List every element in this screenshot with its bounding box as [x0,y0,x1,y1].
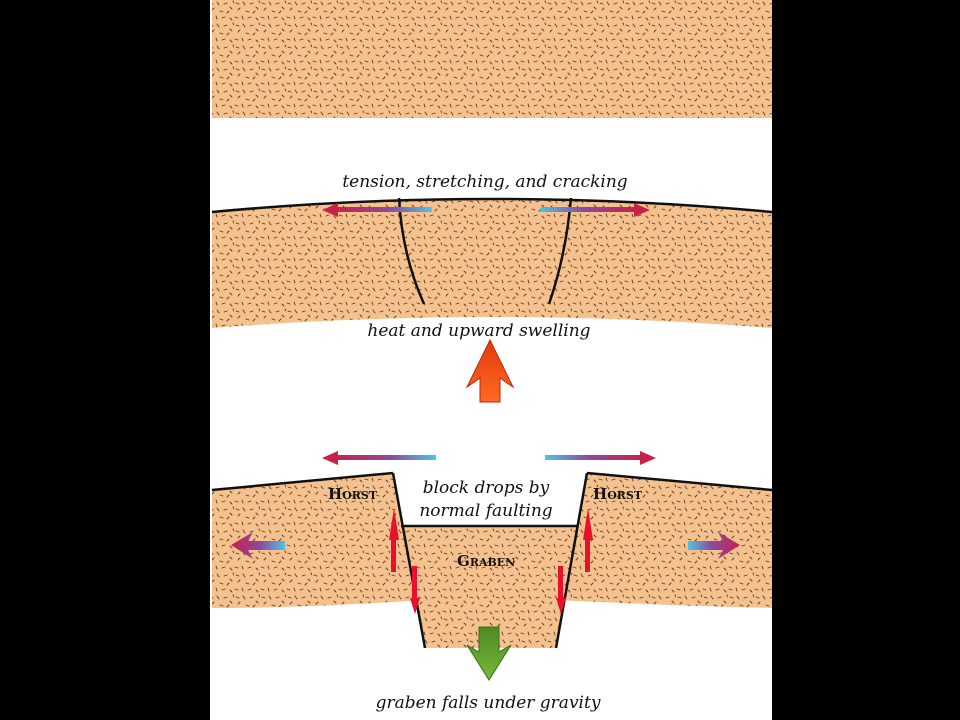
caption-tension: tension, stretching, and cracking [342,172,627,192]
double-headed-arrow-icon [322,451,436,465]
caption-heat: heat and upward swelling [367,321,590,341]
double-headed-arrow-icon [540,203,650,217]
caption-graben-falls: graben falls under gravity [376,693,601,713]
double-headed-arrow-icon [322,203,432,217]
label-horst-left: HORST [328,485,378,503]
horst-right-top-edge [586,471,773,492]
down-arrow-icon [466,626,512,681]
fault-left [391,472,427,649]
double-headed-arrow-icon [231,532,285,559]
graben-block [401,526,577,648]
caption-block-drops-line2: normal faulting [419,501,552,521]
arched-crust-layer [212,199,772,328]
arched-crust-top-edge [211,197,773,214]
horst-left-block [212,473,425,648]
double-headed-arrow-icon [688,532,740,559]
horst-right-block [556,473,772,648]
label-graben: GRABEN [457,552,515,570]
half-arrow-icon [556,566,566,614]
half-arrow-icon [583,508,593,572]
horst-left-top-edge [211,471,394,492]
caption-block-drops-line1: block drops by [423,478,550,498]
label-horst-right: HORST [593,485,643,503]
undeformed-crust-layer [212,0,772,118]
up-arrow-icon [465,338,515,403]
double-headed-arrow-icon [545,451,656,465]
half-arrow-icon [389,508,399,572]
fault-right [554,472,589,649]
half-arrow-icon [410,566,420,614]
